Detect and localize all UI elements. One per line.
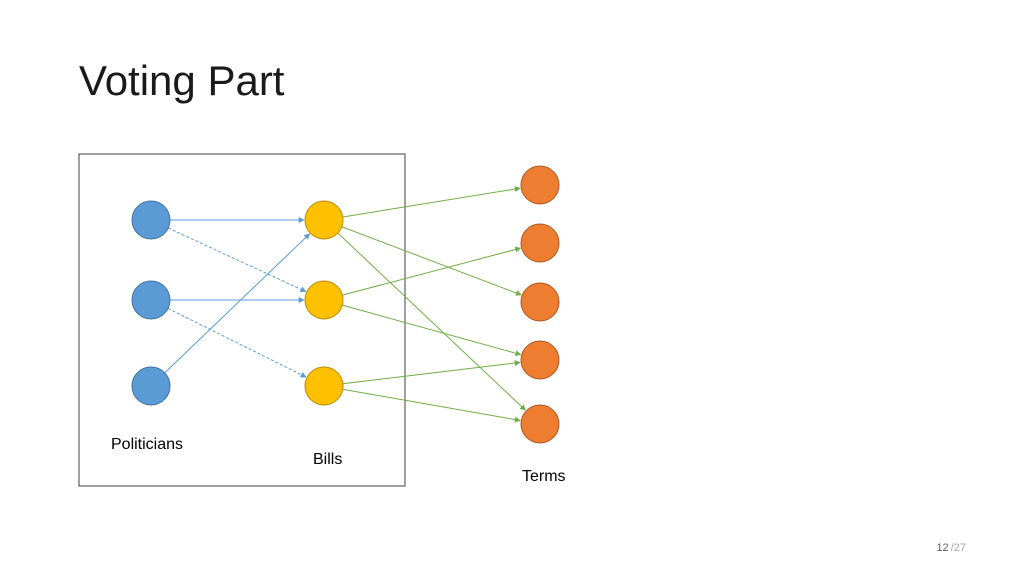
bill-node <box>304 280 344 320</box>
bill-nodes <box>304 200 344 406</box>
bills-label: Bills <box>313 451 343 468</box>
politician-bill-edge <box>164 233 311 374</box>
bill-term-edge <box>342 360 521 385</box>
politician-bill-edge <box>168 227 307 293</box>
politicians-label: Politicians <box>111 436 184 453</box>
bill-node <box>304 366 344 406</box>
edges-layer <box>164 186 526 423</box>
term-node <box>520 404 560 444</box>
politician-node <box>131 366 171 406</box>
bill-node <box>304 200 344 240</box>
term-node <box>520 165 560 205</box>
bill-term-edge <box>342 388 521 423</box>
page-current: 12 <box>936 542 949 554</box>
politician-node <box>131 200 171 240</box>
slide-title: Voting Part <box>79 57 285 104</box>
bill-term-edge <box>342 304 522 357</box>
term-node <box>520 223 560 263</box>
terms-label: Terms <box>522 468 566 485</box>
politician-bill-edge <box>167 308 307 378</box>
bill-term-edge <box>342 246 522 296</box>
politician-node <box>131 280 171 320</box>
page-separator: / <box>950 542 954 554</box>
page-number: 12/27 <box>936 542 966 554</box>
term-nodes <box>520 165 560 444</box>
bill-term-edge <box>337 232 526 411</box>
page-total: 27 <box>953 542 966 554</box>
bill-term-edge <box>341 226 522 296</box>
term-node <box>520 340 560 380</box>
politicians-bills-frame <box>78 153 406 487</box>
politician-nodes <box>131 200 171 406</box>
bill-term-edge <box>342 186 521 218</box>
term-node <box>520 282 560 322</box>
